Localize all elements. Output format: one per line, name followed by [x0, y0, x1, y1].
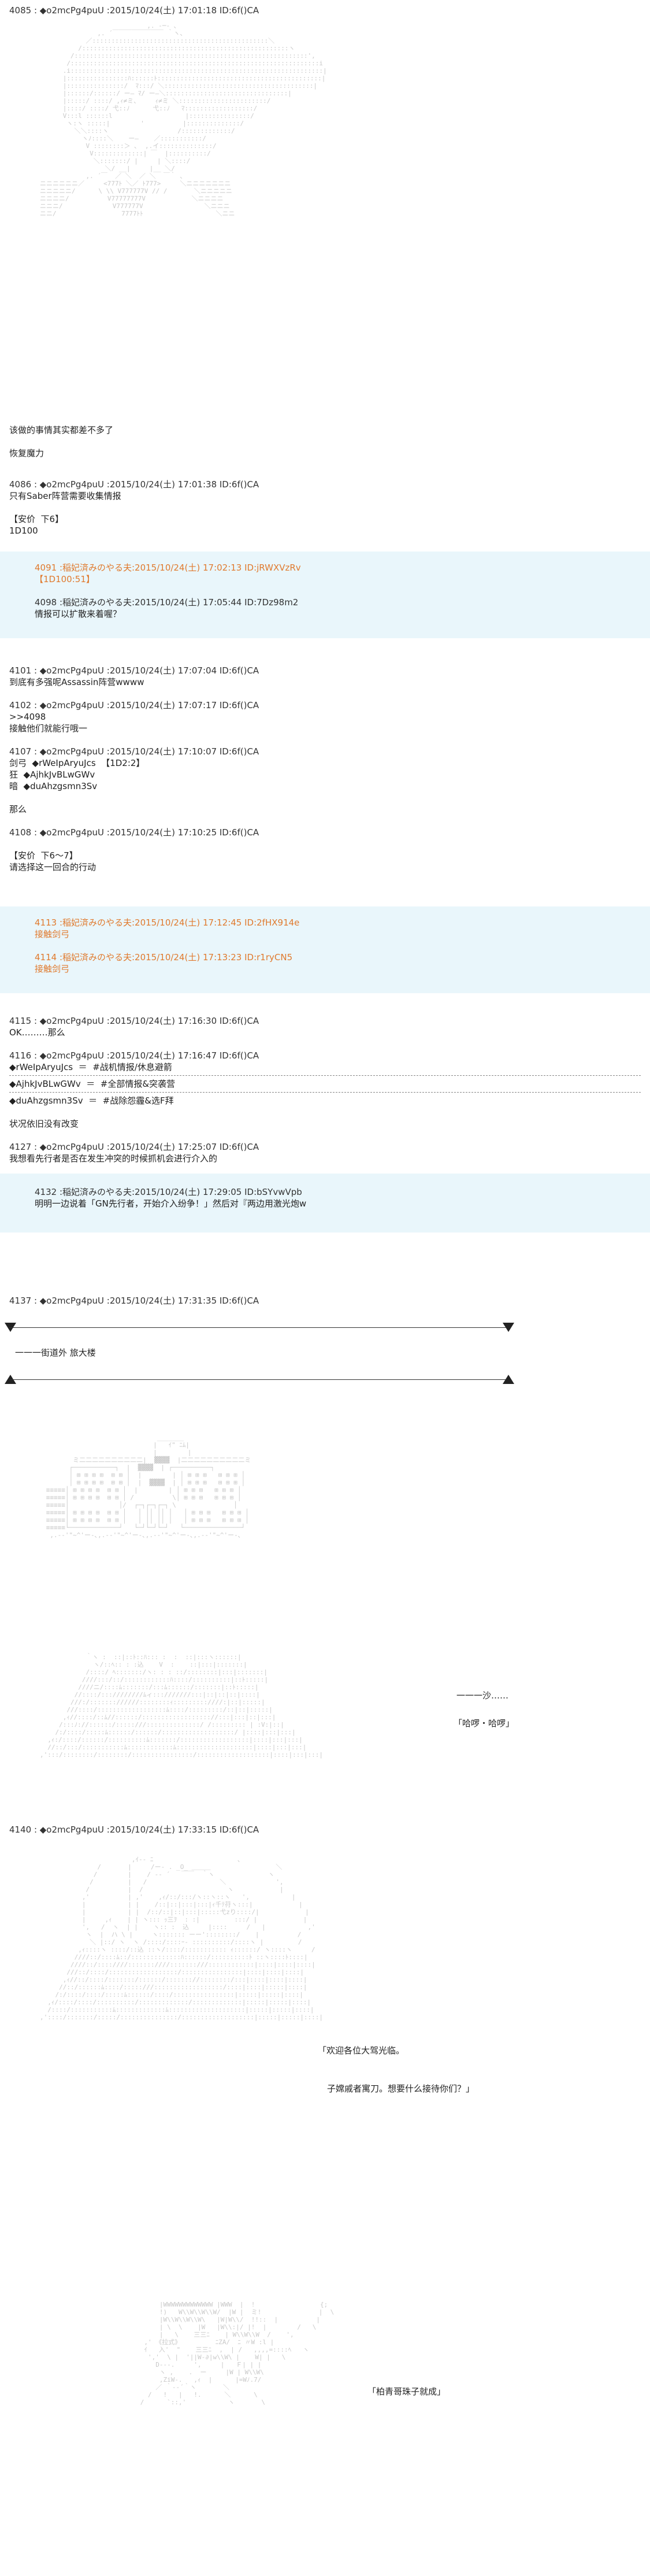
- post-text: 【安价 下6】: [9, 514, 64, 524]
- scene-divider-line: [9, 1327, 511, 1328]
- scene-caption: 一一一街道外 旅大楼: [0, 1347, 650, 1359]
- post-header: 4137 : ◆o2mcPg4puU :2015/10/24(土) 17:31:…: [9, 1296, 259, 1306]
- speech-sound: 一一一沙……: [456, 1690, 509, 1701]
- post-text: ◆rWeIpAryuJcs ＝ #战机情报/休息避箭: [9, 1062, 172, 1072]
- post-header: 4101 : ◆o2mcPg4puU :2015/10/24(土) 17:07:…: [9, 665, 259, 676]
- ascii-art-character-2: ,ｲ-‐ ﾆ ､ / | /ー- . _O_ ＿＿＿ ＼ / | / -‐ ´ …: [39, 1856, 324, 2021]
- post-4115: 4115 : ◆o2mcPg4puU :2015/10/24(土) 17:16:…: [0, 1015, 650, 1164]
- reply-text: 情报可以扩散来着喔？: [35, 609, 122, 619]
- post-header: 4085 : ◆o2mcPg4puU :2015/10/24(土) 17:01:…: [9, 5, 259, 16]
- scene-divider-line: [9, 1379, 511, 1380]
- reply-text: 明明一边说着「GN先行者，开始介入纷争！」然后对『两边用激光炮w: [35, 1198, 307, 1209]
- speech-welcome-line1: 「欢迎各位大驾光临。: [318, 2045, 405, 2056]
- reply-header: 4114 :稲妃済みのやる夫:2015/10/24(土) 17:13:23 ID…: [35, 952, 293, 963]
- speech-cinnamon: 「柏青哥珠子就成」: [367, 2386, 446, 2397]
- post-text: 剑弓 ◆rWeIpAryuJcs 【1D2:2】: [9, 758, 145, 768]
- post-header: 4102 : ◆o2mcPg4puU :2015/10/24(土) 17:07:…: [9, 700, 259, 710]
- speech-welcome: 「欢迎各位大驾光临。 子嫦戚者寓刀。想要什么接待你们？」: [318, 2019, 474, 2108]
- post-text[interactable]: >>4098: [9, 712, 46, 722]
- post-4140: 4140 : ◆o2mcPg4puU :2015/10/24(土) 17:33:…: [0, 1824, 650, 1835]
- post-header: 4140 : ◆o2mcPg4puU :2015/10/24(土) 17:33:…: [9, 1824, 259, 1835]
- ascii-art-building: _______ | ｲ" ﾆﾑ| | | ミ二二二二二二二二二二| ▓▓▓▓ |…: [46, 1434, 251, 1539]
- reply-text: 接触剑弓: [35, 929, 70, 939]
- reply-block-3: 4132 :稲妃済みのやる夫:2015/10/24(土) 17:29:05 ID…: [0, 1174, 650, 1233]
- speech-hello: 「哈啰・哈啰」: [454, 1718, 515, 1729]
- post-4101: 4101 : ◆o2mcPg4puU :2015/10/24(土) 17:07:…: [0, 665, 650, 873]
- ascii-art-group: |WWWWWWWWWWWWW |WWW | ! {; !) W\\W\\W\\W…: [140, 2301, 335, 2406]
- post-header: 4115 : ◆o2mcPg4puU :2015/10/24(土) 17:16:…: [9, 1016, 259, 1026]
- post-text: 【安价 下6～7】: [9, 850, 78, 861]
- post-text: 请选择这一回合的行动: [9, 862, 96, 872]
- post-text: ◆duAhzgsmn3Sv ＝ #战除怨霾&选F拜: [9, 1092, 641, 1106]
- post-text: 恢复魔力: [9, 448, 44, 458]
- dice-result: 【1D100:51】: [35, 574, 95, 584]
- reply-header: 4113 :稲妃済みのやる夫:2015/10/24(土) 17:12:45 ID…: [35, 917, 300, 928]
- post-text: 我想看先行者是否在发生冲突的时候抓机会进行介入的: [9, 1153, 218, 1164]
- ascii-art-portrait-1: ,. -─- ､ ,. ´￣￣￣￣￣￣￣￣ ｀ヽ、 ／:::::::::::::…: [39, 22, 327, 217]
- scene-title: 一一一街道外 旅大楼: [15, 1348, 96, 1358]
- post-text: 只有Saber阵营需要收集情报: [9, 491, 121, 501]
- post-text: OK………那么: [9, 1027, 65, 1038]
- reply-block-1: 4091 :稲妃済みのやる夫:2015/10/24(土) 17:02:13 ID…: [0, 552, 650, 638]
- post-header: 4116 : ◆o2mcPg4puU :2015/10/24(土) 17:16:…: [9, 1050, 259, 1061]
- post-header: 4127 : ◆o2mcPg4puU :2015/10/24(土) 17:25:…: [9, 1142, 259, 1152]
- post-header: 4086 : ◆o2mcPg4puU :2015/10/24(土) 17:01:…: [9, 479, 259, 490]
- reply-text: 接触剑弓: [35, 964, 70, 974]
- post-text: 狂 ◆AjhkJvBLwGWv: [9, 769, 95, 780]
- post-text: 1D100: [9, 525, 38, 536]
- reply-header: 4098 :稲妃済みのやる夫:2015/10/24(土) 17:05:44 ID…: [35, 597, 299, 608]
- post-text: 接触他们就能行哦一: [9, 723, 88, 734]
- post-text: 该做的事情其实都差不多了: [9, 425, 114, 435]
- scene-divider-top-right: [503, 1323, 514, 1332]
- reply-header: 4132 :稲妃済みのやる夫:2015/10/24(土) 17:29:05 ID…: [35, 1187, 302, 1197]
- speech-welcome-line2: 子嫦戚者寓刀。想要什么接待你们？」: [327, 2083, 475, 2094]
- post-text: ◆AjhkJvBLwGWv ＝ #全部情报&突袭营: [9, 1075, 641, 1090]
- post-text: 暗 ◆duAhzgsmn3Sv: [9, 781, 98, 791]
- ascii-art-character-1: ｀ヽ : ::|::ﾄ::ﾊ::: : : ::|:::ヽ::::::| ヽ/:…: [39, 1653, 324, 1759]
- post-4085-body: 该做的事情其实都差不多了 恢复魔力: [0, 424, 650, 459]
- scene-divider-bottom-right: [503, 1375, 514, 1384]
- reply-header[interactable]: 4091 :稲妃済みのやる夫:2015/10/24(土) 17:02:13 ID…: [35, 562, 301, 573]
- post-text: 那么: [9, 804, 27, 815]
- post-4086: 4086 : ◆o2mcPg4puU :2015/10/24(土) 17:01:…: [0, 479, 650, 536]
- post-text: 到底有多强呢Assassin阵营wwww: [9, 677, 144, 687]
- post-header: 4107 : ◆o2mcPg4puU :2015/10/24(土) 17:10:…: [9, 746, 259, 757]
- post-text: 状况依旧没有改变: [9, 1119, 79, 1129]
- post-header: 4108 : ◆o2mcPg4puU :2015/10/24(土) 17:10:…: [9, 827, 259, 838]
- reply-block-2: 4113 :稲妃済みのやる夫:2015/10/24(土) 17:12:45 ID…: [0, 906, 650, 993]
- post-4137: 4137 : ◆o2mcPg4puU :2015/10/24(土) 17:31:…: [0, 1295, 650, 1306]
- post-4085: 4085 : ◆o2mcPg4puU :2015/10/24(土) 17:01:…: [0, 5, 650, 16]
